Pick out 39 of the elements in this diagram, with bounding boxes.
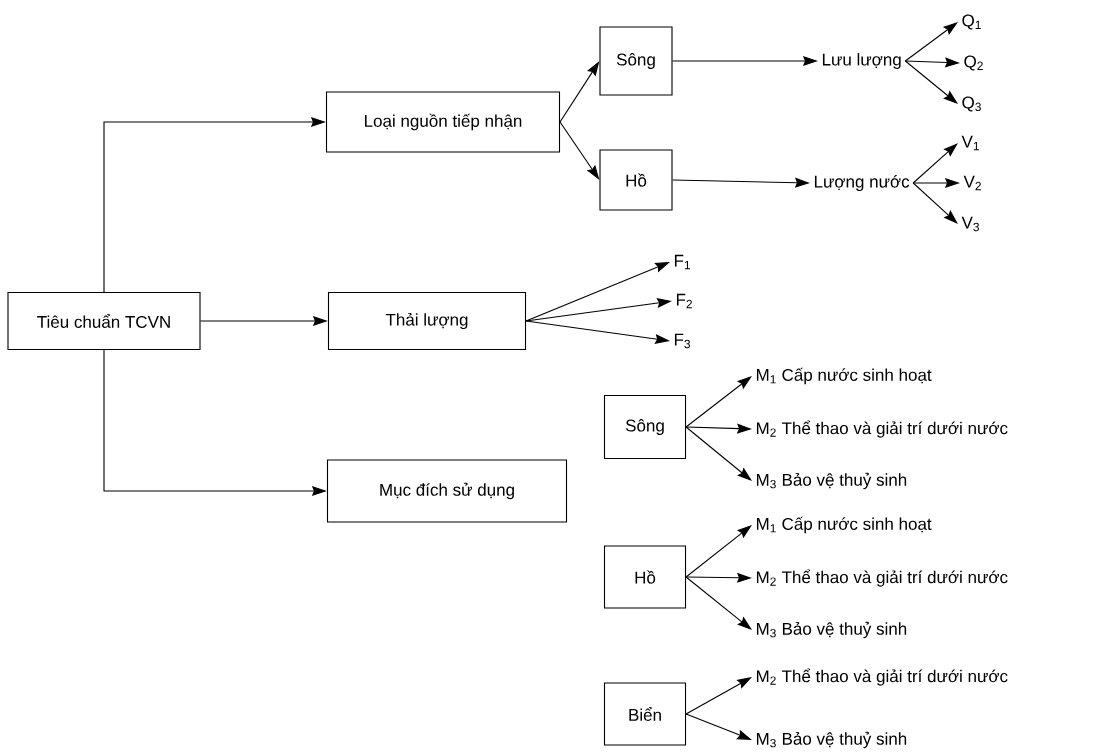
arrow	[904, 22, 958, 62]
arrow	[685, 576, 752, 630]
process-box: Hồ	[603, 545, 687, 609]
arrow	[912, 143, 958, 184]
label-text: Q$_{3}$	[962, 96, 981, 112]
process-box: Mục đích sử dụng	[326, 459, 568, 523]
label-text: F$_{3}$	[674, 333, 691, 349]
label-text: Lượng nước	[814, 175, 910, 192]
label-text: V$_{1}$	[961, 135, 979, 151]
label-text: V$_{2}$	[963, 175, 981, 191]
label-text: M$_{1}$ Cấp nước sinh hoạt	[756, 516, 932, 534]
process-box: Loại nguồn tiếp nhận	[325, 91, 561, 153]
label-text: M$_{3}$ Bảo vệ thuỷ sinh	[756, 472, 907, 490]
label-text: Lưu lượng	[822, 53, 901, 69]
arrow	[559, 121, 600, 180]
label-text: M$_{2}$ Thể thao và giải trí dưới nước	[756, 668, 1008, 686]
process-box: Thải lượng	[327, 291, 527, 351]
arrow	[685, 525, 752, 578]
label-text: F$_{2}$	[676, 293, 692, 309]
label-text: F$_{1}$	[674, 254, 690, 270]
arrow	[685, 426, 752, 481]
label-text: Q$_{2}$	[964, 55, 983, 71]
label-text: M$_{2}$ Thể thao và giải trí dưới nước	[756, 420, 1008, 438]
process-box: Sông	[599, 26, 673, 96]
arrow	[559, 61, 600, 123]
label-text: V$_{3}$	[961, 216, 979, 232]
arrow	[685, 376, 752, 428]
label-text: M$_{1}$ Cấp nước sinh hoạt	[756, 367, 932, 385]
label-text: Q$_{1}$	[962, 14, 981, 30]
arrow	[685, 677, 752, 715]
label-text: M$_{3}$ Bảo vệ thuỷ sinh	[756, 621, 907, 639]
process-box: Tiêu chuẩn TCVN	[7, 291, 201, 351]
label-text: M$_{2}$ Thể thao và giải trí dưới nước	[756, 569, 1008, 587]
process-box: Sông	[603, 394, 687, 460]
arrow	[904, 60, 958, 104]
process-box: Hồ	[599, 149, 673, 211]
arrow	[912, 182, 958, 224]
label-text: M$_{3}$ Bảo vệ thuỷ sinh	[756, 731, 907, 749]
process-box: Biển	[603, 682, 687, 746]
